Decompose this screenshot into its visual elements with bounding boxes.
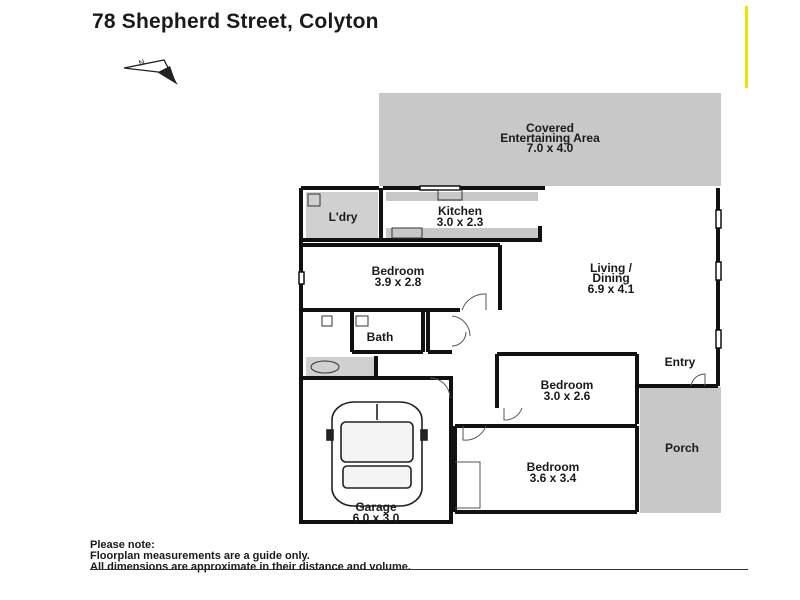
compass-icon: N	[123, 57, 178, 85]
entry-label: Entry	[665, 355, 696, 369]
bath-label: Bath	[367, 330, 394, 344]
windows	[298, 185, 722, 349]
living-dims: 6.9 x 4.1	[588, 282, 635, 296]
footer-rule	[90, 569, 748, 570]
accent-bar	[745, 6, 748, 88]
porch-area	[640, 387, 721, 513]
porch-label: Porch	[665, 441, 699, 455]
living-label-1: Living /	[590, 261, 633, 275]
note-line-3: All dimensions are approximate in their …	[90, 561, 411, 573]
bedroom1-label: Bedroom	[372, 264, 425, 278]
note-line-2: Floorplan measurements are a guide only.	[90, 550, 310, 562]
bedroom1-dims: 3.9 x 2.8	[375, 275, 422, 289]
bedroom3-label: Bedroom	[527, 460, 580, 474]
car-icon	[326, 401, 428, 507]
kitchen-dims: 3.0 x 2.3	[437, 215, 484, 229]
fixtures	[307, 189, 463, 374]
living-label-2: Dining	[592, 271, 629, 285]
note-line-1: Please note:	[90, 539, 155, 551]
door-swings	[429, 293, 706, 509]
garage-label: Garage	[355, 500, 397, 514]
page-title: 78 Shepherd Street, Colyton	[92, 10, 379, 33]
covered-area	[379, 93, 721, 186]
garage-dims: 6.0 x 3.0	[353, 511, 400, 525]
bedroom2-dims: 3.0 x 2.6	[544, 389, 591, 403]
kitchen-bench	[386, 228, 538, 239]
kitchen-label: Kitchen	[438, 204, 482, 218]
disclaimer-note: Please note: Floorplan measurements are …	[90, 540, 750, 573]
compass-label: N	[138, 57, 147, 68]
laundry-label: L'dry	[329, 210, 358, 224]
toilet-floor	[306, 357, 374, 377]
bedroom2-label: Bedroom	[541, 378, 594, 392]
covered-dims: 7.0 x 4.0	[527, 141, 574, 155]
bedroom3-dims: 3.6 x 3.4	[530, 471, 577, 485]
covered-label-2: Entertaining Area	[500, 131, 600, 145]
covered-label-1: Covered	[526, 121, 574, 135]
laundry-floor	[306, 192, 378, 238]
